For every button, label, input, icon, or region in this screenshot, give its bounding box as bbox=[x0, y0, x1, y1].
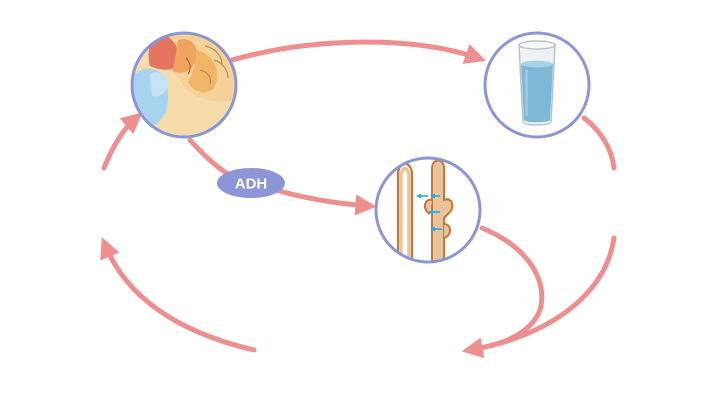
arrow-brain-to-glass bbox=[229, 39, 486, 64]
arrow-adh-to-kidney bbox=[187, 137, 368, 206]
arrow-glass-down bbox=[581, 115, 617, 171]
kidney-tubule-icon bbox=[374, 156, 482, 264]
arrows bbox=[100, 39, 617, 359]
adh-badge: ADH bbox=[217, 168, 285, 198]
arrow-bottom-left bbox=[100, 237, 257, 353]
brain-icon bbox=[130, 31, 238, 139]
arrow-kidney-loop bbox=[479, 225, 545, 349]
water-glass-icon bbox=[483, 31, 591, 139]
adh-label: ADH bbox=[235, 176, 268, 193]
arrow-left-up bbox=[101, 112, 143, 171]
water-reabsorption-arrows bbox=[415, 193, 442, 232]
